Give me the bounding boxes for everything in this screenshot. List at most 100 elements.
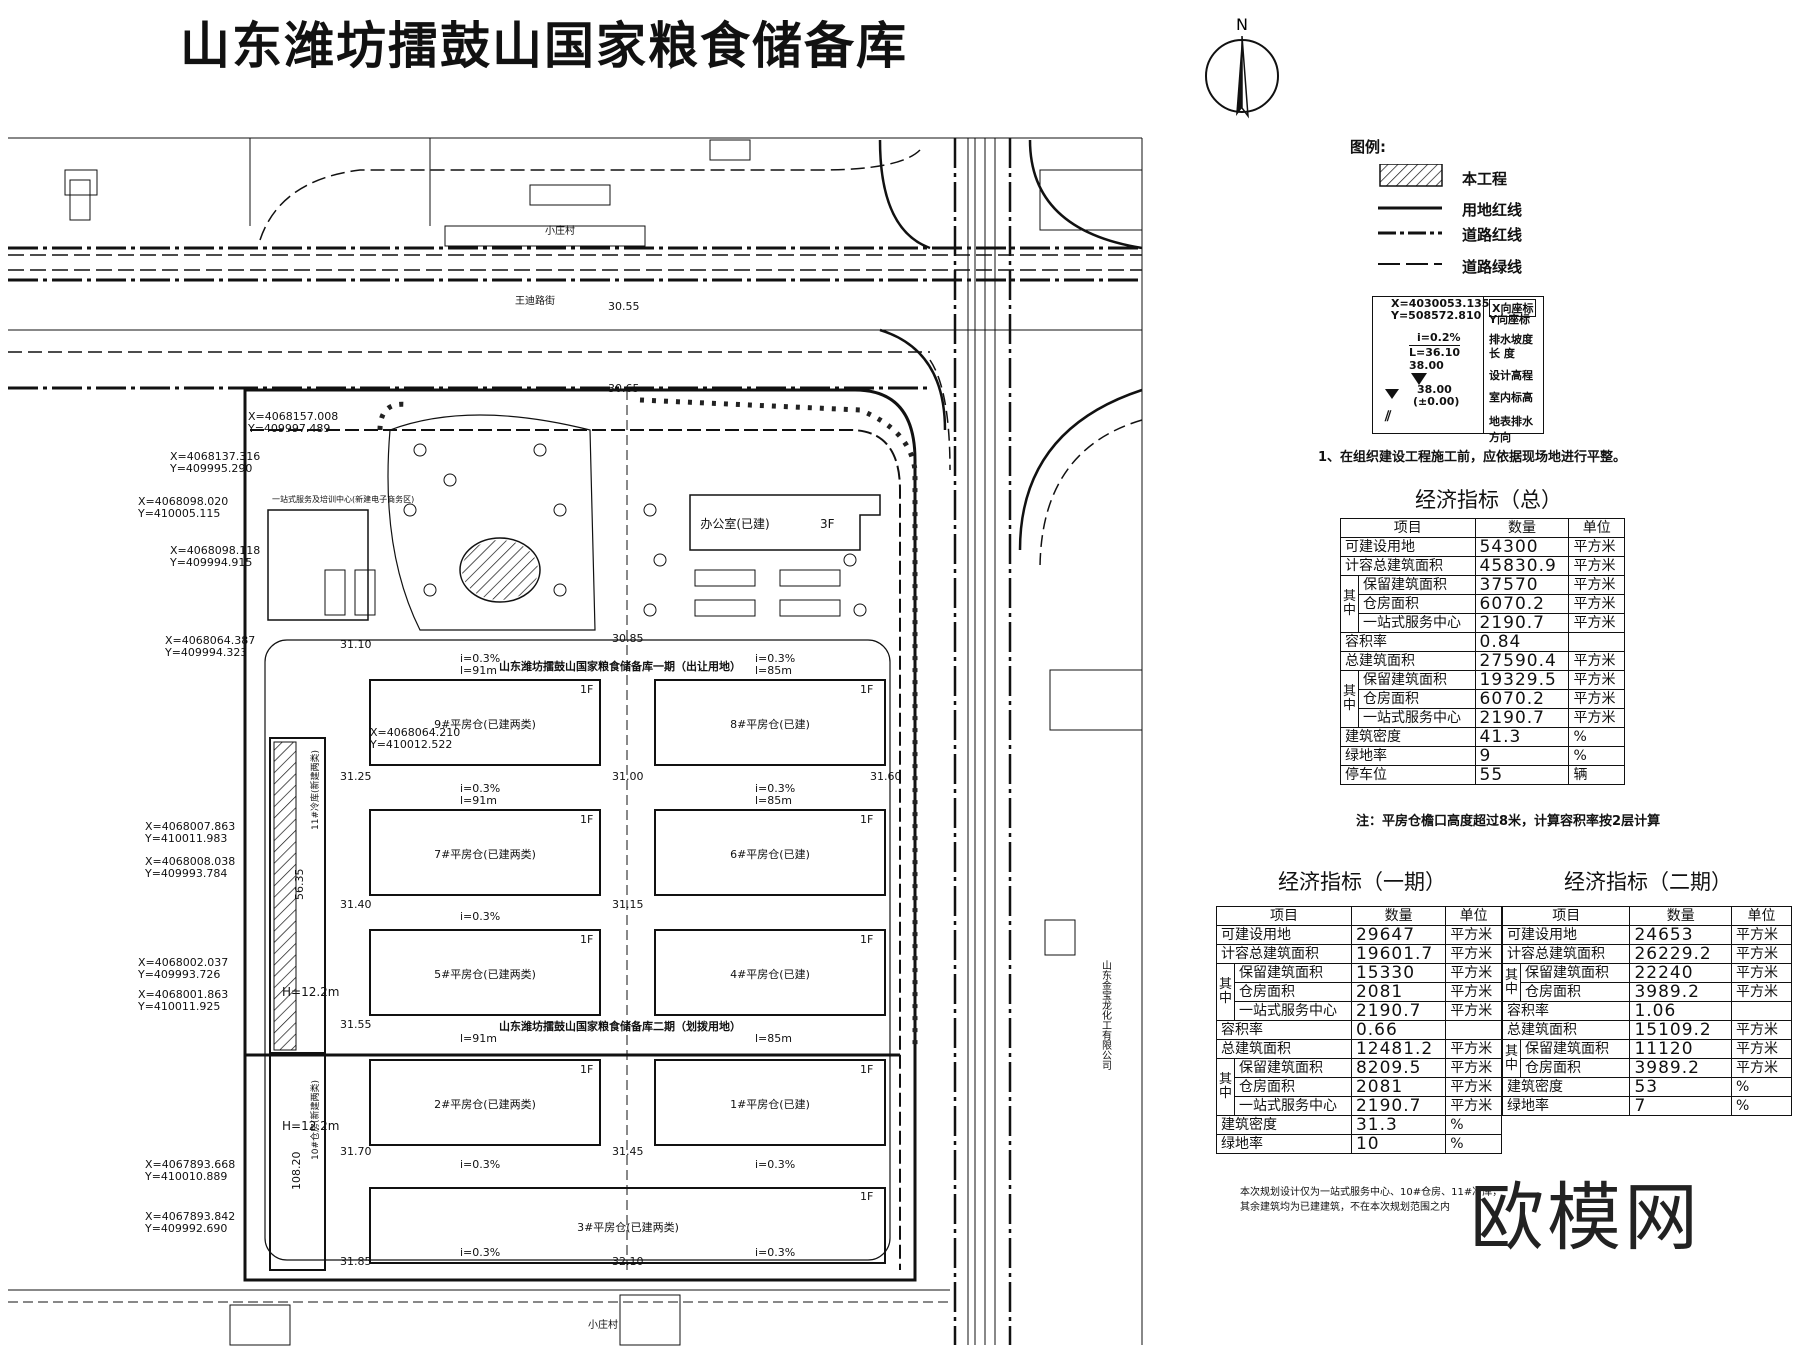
table-cell: 保留建筑面积: [1234, 1058, 1352, 1078]
table-cell: 一站式服务中心: [1358, 613, 1476, 633]
warehouse-7-label: 7#平房仓(已建两类): [434, 847, 536, 861]
table-cell: 6070.2: [1474, 594, 1570, 614]
drainage-arrow-icon: ⫽: [1385, 409, 1392, 425]
table-cell: 单位: [1445, 906, 1502, 926]
table-cell: 0.84: [1474, 632, 1570, 652]
table-cell: 平方米: [1568, 670, 1625, 690]
table-cell: 项目: [1501, 906, 1631, 926]
phase1-label: 山东潍坊擂鼓山国家粮食储备库一期（出让用地）: [499, 659, 741, 673]
table-cell: 19329.5: [1474, 670, 1570, 690]
table-cell: 平方米: [1568, 575, 1625, 595]
table-cell: 平方米: [1445, 925, 1502, 945]
table-cell: %: [1445, 1134, 1502, 1154]
table-phase2-title: 经济指标（二期）: [1564, 870, 1732, 894]
legend-item-label: 道路绿线: [1462, 258, 1523, 276]
table-cell: [1730, 1001, 1793, 1021]
table-cell: 19601.7: [1350, 944, 1447, 964]
slope-label: i=0.3%: [460, 652, 500, 665]
north-arrow-icon: N: [1205, 15, 1279, 119]
table-cell: 0.66: [1350, 1020, 1447, 1040]
warehouse-1-label: 1#平房仓(已建): [730, 1097, 810, 1111]
coord-label: X=4068157.008: [248, 410, 338, 423]
dim-5635: 56.35: [293, 869, 306, 901]
village-top-label: 小庄村: [545, 224, 575, 237]
table-cell: 3989.2: [1629, 1058, 1732, 1078]
warehouse-4-label: 4#平房仓(已建): [730, 967, 810, 981]
legend-item-label: 道路红线: [1462, 226, 1523, 244]
elevation-label: 30.85: [612, 632, 644, 645]
table-cell: 9: [1474, 746, 1570, 766]
legend-swatches: [1378, 164, 1443, 265]
warehouse-6-label: 6#平房仓(已建): [730, 847, 810, 861]
elevation-label: 32.10: [612, 1255, 644, 1268]
table-cell: 31.3: [1350, 1115, 1447, 1135]
table-cell: 平方米: [1445, 1001, 1502, 1021]
table-cell: 可建设用地: [1340, 537, 1476, 557]
coord-label: X=4067893.668: [145, 1158, 235, 1171]
table-cell: 平方米: [1568, 689, 1625, 709]
elevation-label: 30.55: [608, 300, 640, 313]
table-cell: 2081: [1350, 1077, 1447, 1097]
construction-note: 1、在组织建设工程施工前，应依据现场地进行平整。: [1318, 450, 1627, 465]
coord-label: Y=410010.889: [144, 1170, 227, 1183]
road-name-label: 王迪路街: [515, 294, 555, 307]
table-cell: 45830.9: [1474, 556, 1570, 576]
table-cell: 7: [1629, 1096, 1732, 1116]
table-cell: 2190.7: [1350, 1001, 1447, 1021]
cold-store-label: 11#冷库(新建两类): [309, 750, 321, 830]
coord-label: Y=409992.690: [144, 1222, 227, 1235]
table-cell: 数量: [1474, 518, 1570, 538]
table-cell: 计容总建筑面积: [1501, 944, 1631, 964]
warehouse-1-floor: 1F: [860, 1063, 873, 1076]
coord-label: X=4068007.863: [145, 820, 235, 833]
warehouse-4-floor: 1F: [860, 933, 873, 946]
table-cell: 停车位: [1340, 765, 1476, 785]
indoor-elev-triangle-icon: [1385, 389, 1399, 399]
coord-label: X=4067893.842: [145, 1210, 235, 1223]
elevation-label: 31.40: [340, 898, 372, 911]
table-cell: 其中: [1501, 963, 1522, 1002]
page-title: 山东潍坊擂鼓山国家粮食储备库: [180, 17, 908, 75]
coord-label: Y=409997.489: [247, 422, 330, 435]
table-cell: 37570: [1474, 575, 1570, 595]
elevation-label: 30.65: [608, 382, 640, 395]
warehouse-6-floor: 1F: [860, 813, 873, 826]
table-cell: 平方米: [1730, 1020, 1793, 1040]
warehouse-2-floor: 1F: [580, 1063, 593, 1076]
legend-length-value: L=36.10: [1409, 345, 1461, 359]
office-label: 办公室(已建): [700, 516, 769, 531]
warehouse-7-floor: 1F: [580, 813, 593, 826]
coord-label: Y=409994.323: [164, 646, 247, 659]
table-cell: 仓房面积: [1234, 982, 1352, 1002]
table-cell: 2190.7: [1474, 708, 1570, 728]
table-total-title: 经济指标（总）: [1415, 488, 1562, 512]
table-cell: 总建筑面积: [1340, 651, 1476, 671]
coord-label: X=4068098.020: [138, 495, 228, 508]
table-cell: 平方米: [1568, 708, 1625, 728]
coord-label: X=4068064.210: [370, 726, 460, 739]
legend-slope-label: 排水坡度: [1489, 333, 1533, 346]
elevation-label: 31.15: [612, 898, 644, 911]
table-cell: 11120: [1629, 1039, 1732, 1059]
table-cell: 单位: [1730, 906, 1793, 926]
slope-label: i=0.3%: [755, 652, 795, 665]
length-label: l=85m: [755, 794, 792, 807]
table-cell: 保留建筑面积: [1234, 963, 1352, 983]
coord-label: Y=410005.115: [137, 507, 220, 520]
table-cell: 8209.5: [1350, 1058, 1447, 1078]
table-cell: 可建设用地: [1216, 925, 1352, 945]
table-cell: 1.06: [1629, 1001, 1732, 1021]
elevation-label: 31.85: [340, 1255, 372, 1268]
table-cell: 平方米: [1568, 594, 1625, 614]
legend-indoor-elev-sub: (±0.00): [1413, 395, 1460, 408]
office-floor: 3F: [820, 517, 835, 531]
table-cell: 总建筑面积: [1216, 1039, 1352, 1059]
table-cell: 数量: [1350, 906, 1447, 926]
coord-label: X=4068001.863: [138, 988, 228, 1001]
table-cell: 仓房面积: [1520, 1058, 1631, 1078]
table-cell: 容积率: [1340, 632, 1476, 652]
watermark-logo: 欧模网: [1470, 1175, 1701, 1261]
table-cell: 其中: [1215, 963, 1236, 1021]
slope-label: i=0.3%: [460, 782, 500, 795]
